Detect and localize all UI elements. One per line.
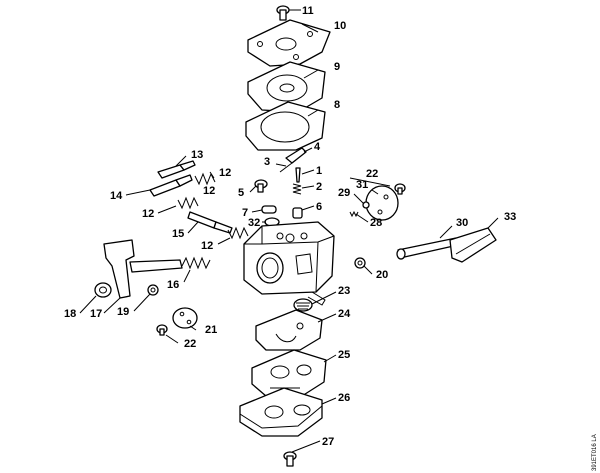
part-13-adjusting-screw — [157, 160, 196, 179]
part-18-sleeve — [94, 282, 112, 298]
drawing-code: 391ET016 LA — [592, 434, 598, 471]
callout-labels: 1 2 3 4 5 6 7 8 9 10 11 12 12 12 12 13 1… — [64, 5, 516, 448]
callout-32: 32 — [248, 217, 260, 229]
callout-17: 17 — [90, 308, 102, 320]
callout-1: 1 — [316, 165, 322, 177]
part-31-choke-valve — [365, 185, 399, 221]
callout-3: 3 — [264, 156, 270, 168]
callout-31: 31 — [356, 179, 368, 191]
callout-21: 21 — [205, 324, 217, 336]
callout-19: 19 — [117, 306, 129, 318]
callout-16: 16 — [167, 279, 179, 291]
callout-5: 5 — [238, 187, 244, 199]
part-20-ring — [354, 257, 366, 269]
part-26-pump-cover — [239, 387, 323, 437]
part-12-spring-b — [177, 196, 199, 210]
callout-9: 9 — [334, 61, 340, 73]
callout-27: 27 — [322, 436, 334, 448]
callout-28: 28 — [370, 217, 382, 229]
carburetor-body — [243, 221, 335, 306]
callout-12-upper: 12 — [219, 167, 231, 179]
callout-8: 8 — [334, 99, 340, 111]
part-10-cover — [247, 19, 331, 67]
callout-33: 33 — [504, 211, 516, 223]
part-9-diaphragm — [247, 61, 326, 113]
part-21-valve-disc — [172, 307, 198, 329]
callout-30: 30 — [456, 217, 468, 229]
callout-18: 18 — [64, 308, 76, 320]
callout-12-extra: 12 — [203, 185, 215, 197]
callout-10: 10 — [334, 20, 346, 32]
part-6-cap — [292, 207, 303, 219]
part-1-needle — [295, 167, 301, 183]
callout-12-mid: 12 — [142, 208, 154, 220]
callout-14: 14 — [110, 190, 123, 202]
callout-13: 13 — [191, 149, 203, 161]
part-30-choke-shaft — [396, 237, 459, 260]
callout-23: 23 — [338, 285, 350, 297]
part-16-throttle-shaft — [103, 239, 211, 299]
callout-29: 29 — [338, 187, 350, 199]
callout-26: 26 — [338, 392, 350, 404]
callout-25: 25 — [338, 349, 350, 361]
part-12-spring-c — [227, 226, 249, 240]
callout-15: 15 — [172, 228, 184, 240]
part-8-gasket — [245, 101, 326, 151]
callout-2: 2 — [316, 181, 322, 193]
part-5-screw — [254, 179, 268, 193]
callout-20: 20 — [376, 269, 388, 281]
part-11-screw — [276, 5, 290, 21]
part-22-screw-left — [156, 324, 168, 336]
callout-4: 4 — [314, 141, 321, 153]
part-19-nut — [147, 284, 159, 296]
part-14-adjusting-screw — [149, 174, 193, 197]
part-22-screw-right — [394, 183, 406, 195]
callout-24: 24 — [338, 308, 351, 320]
callout-7: 7 — [242, 207, 248, 219]
part-2-spring — [292, 183, 302, 195]
part-24-gasket — [255, 309, 323, 351]
callout-11: 11 — [302, 5, 314, 17]
callout-22-right: 22 — [366, 168, 378, 180]
part-27-screw — [283, 451, 297, 467]
callout-6: 6 — [316, 201, 322, 213]
part-15-idle-screw — [187, 211, 233, 234]
callout-12-lower: 12 — [201, 240, 213, 252]
part-3-pin — [279, 159, 297, 173]
part-33-choke-lever — [449, 227, 497, 263]
leader-lines — [79, 9, 499, 453]
callout-22-left: 22 — [184, 338, 196, 350]
part-4-lever — [285, 147, 307, 164]
part-7-plug — [261, 205, 277, 214]
part-23-fuel-screen — [293, 298, 313, 312]
part-29-ball — [362, 201, 370, 209]
